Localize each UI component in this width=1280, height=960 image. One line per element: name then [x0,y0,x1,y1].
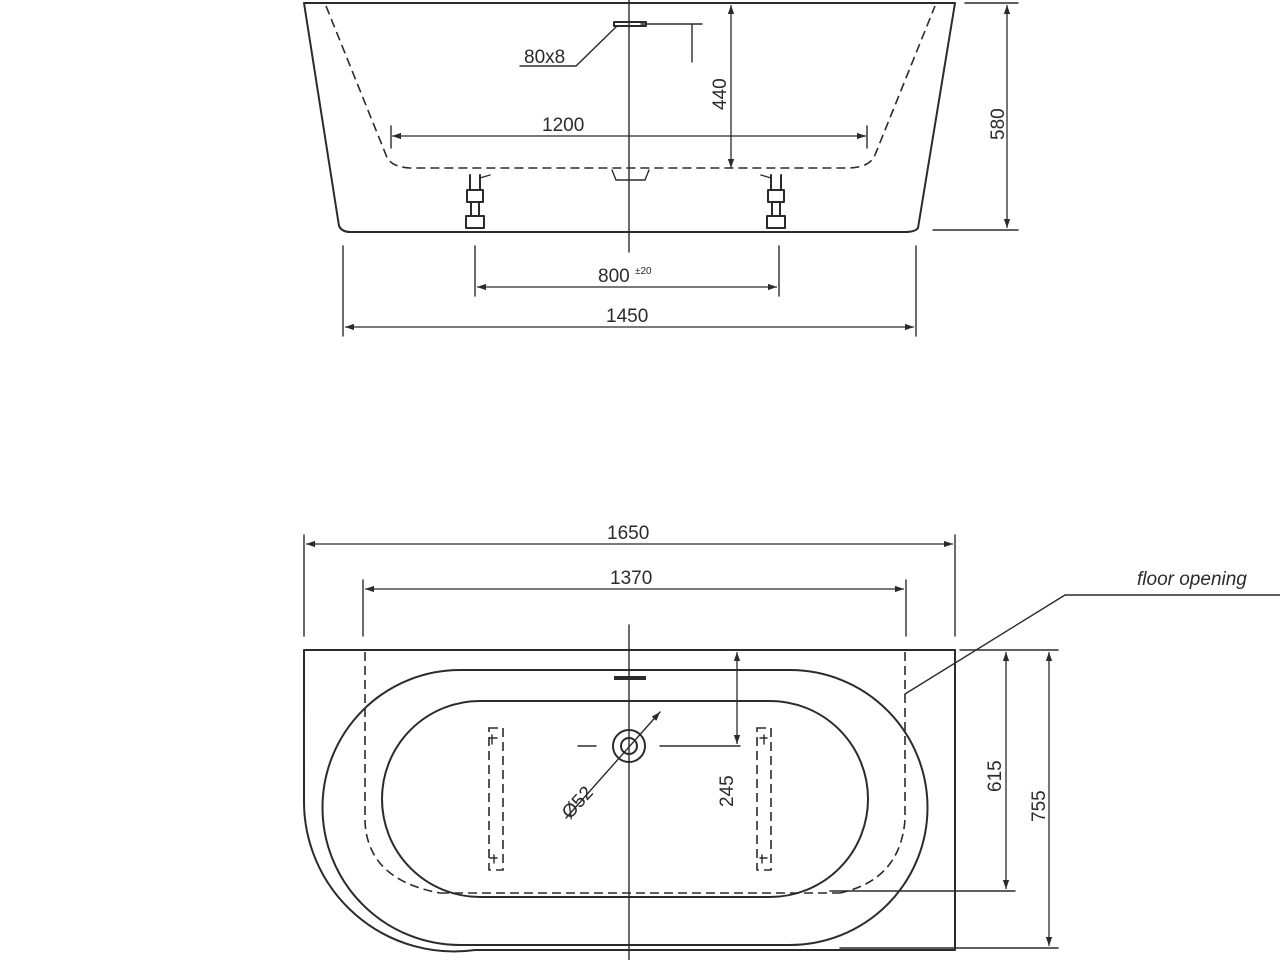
overflow-mark-plan [614,676,646,680]
drain-offset-dimension-label: 245 [717,775,738,807]
tub-plan-basin [381,700,869,898]
total-length-dimension-label: 1650 [607,523,649,544]
opening-length-dimension-label: 1370 [610,568,652,589]
overflow-leader [519,23,703,67]
inner-basin-dashed [325,5,936,169]
drain-outer [612,729,646,763]
side-view: 80x8 440 1200 580 800 ±20 1450 [303,0,1019,337]
plan-view: Ø52 245 1650 1370 floor opening [302,523,1280,960]
feet-spacing-tolerance: ±20 [635,266,652,277]
total-width-dimension-label: 755 [1029,790,1050,822]
opening-width-dimension-label: 615 [985,760,1006,792]
base-width-dimension-label: 1450 [606,306,648,327]
height-dimension-label: 580 [988,108,1009,140]
foot-rail-left [488,727,504,871]
tub-plan-rim [321,669,929,946]
foot-right [760,174,786,229]
inner-width-dimension-label: 1200 [542,115,584,136]
floor-opening-dashed [364,652,906,894]
tub-side-outline [303,2,956,233]
foot-rail-right [756,727,772,871]
drain-bump [611,169,650,181]
feet-spacing-dimension-label: 800 [598,266,630,287]
floor-opening-leader [904,594,1280,695]
overflow-size-label: 80x8 [524,47,565,68]
foot-left [465,174,491,229]
tub-plan-outer [302,649,956,953]
floor-opening-label: floor opening [1137,569,1247,590]
depth-dimension-label: 440 [710,78,731,110]
drain-diameter-line [565,711,661,819]
drain-inner [620,737,638,755]
